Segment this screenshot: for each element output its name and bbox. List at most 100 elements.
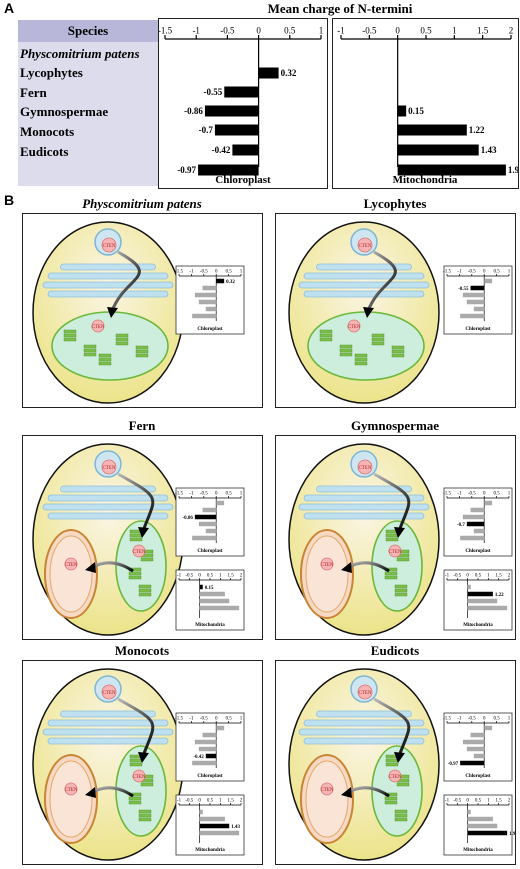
- tick-label: 2: [508, 574, 511, 579]
- tick-label: 0.5: [493, 717, 500, 722]
- cell-title: Monocots: [114, 643, 170, 658]
- tick-label: -0.5: [185, 574, 193, 579]
- arrow-head: [341, 562, 352, 573]
- tick-label: 0.5: [225, 270, 232, 275]
- thylakoid: [98, 357, 112, 362]
- cell-title: Lycophytes: [363, 196, 427, 211]
- species-column: Species: [18, 20, 158, 186]
- import-arrow: [117, 472, 155, 532]
- bar: [460, 313, 485, 319]
- tick-label: 0: [198, 799, 201, 804]
- tick-label: 1: [508, 492, 511, 497]
- tick-label: -1: [457, 270, 462, 275]
- data-label: -0.55: [204, 87, 223, 97]
- tick-label: 0: [395, 26, 400, 36]
- tick-label: -1.5: [443, 492, 451, 497]
- tick-label: 1: [487, 799, 490, 804]
- thylakoid: [385, 758, 399, 763]
- bar: [232, 144, 259, 156]
- bar: [202, 507, 217, 513]
- chart-title: Mitochondria: [393, 174, 458, 186]
- cten-marker: [320, 782, 334, 796]
- thylakoid: [396, 557, 410, 562]
- species-label: Gymnospermae: [20, 104, 109, 119]
- cten-label: CTEN: [102, 691, 115, 696]
- cten-label: CTEN: [388, 775, 401, 780]
- bar: [397, 144, 479, 156]
- data-label: -0.7: [457, 523, 465, 528]
- tick-label: -1.5: [175, 717, 183, 722]
- cten-label: CTEN: [132, 550, 145, 555]
- bar: [484, 278, 493, 284]
- cten-marker: [64, 782, 78, 796]
- chloroplast: [371, 745, 423, 837]
- tick-label: -1: [189, 492, 194, 497]
- thylakoid: [396, 782, 410, 787]
- import-arrow: [373, 472, 411, 532]
- data-label: 1.43: [481, 145, 497, 155]
- cten-marker: [347, 319, 361, 333]
- er-stack: [47, 512, 169, 520]
- thylakoid: [135, 353, 149, 358]
- tick-label: -0.5: [453, 574, 461, 579]
- tick-label: -1: [337, 26, 345, 36]
- tick-label: -1.5: [175, 270, 183, 275]
- mito-inner-membrane: [49, 760, 93, 838]
- cten-label: CTEN: [358, 466, 371, 471]
- thylakoid: [391, 349, 405, 354]
- tick-label: -1.5: [159, 26, 173, 36]
- cten-marker: [101, 459, 117, 475]
- bar: [466, 746, 485, 752]
- tick-label: 1: [319, 26, 324, 36]
- bar: [470, 507, 485, 513]
- chart-title: Mitochondria: [195, 623, 225, 628]
- thylakoid: [128, 575, 142, 580]
- bar: [467, 591, 493, 597]
- bar: [466, 299, 485, 305]
- thylakoid: [138, 592, 152, 597]
- tick-label: -1: [189, 717, 194, 722]
- data-label: -0.86: [184, 106, 203, 116]
- chloroplast: [371, 520, 423, 612]
- er-stack: [47, 719, 169, 727]
- thylakoid: [140, 557, 154, 562]
- thylakoid: [138, 817, 152, 822]
- bar: [462, 292, 485, 298]
- tick-label: 0: [483, 492, 486, 497]
- tick-label: 0: [198, 574, 201, 579]
- bar: [198, 164, 259, 176]
- bar: [467, 605, 508, 611]
- arrow-head: [138, 527, 149, 538]
- er-stack: [42, 503, 174, 511]
- tick-label: -1: [445, 574, 450, 579]
- data-label: -0.42: [193, 755, 204, 760]
- thylakoid: [394, 588, 408, 593]
- er-stack: [60, 263, 156, 271]
- bar: [258, 67, 279, 79]
- chart-title: Chloroplast: [465, 327, 491, 332]
- bar: [467, 809, 471, 815]
- bar: [199, 598, 230, 604]
- tick-label: -0.5: [453, 799, 461, 804]
- arrow-head: [107, 307, 118, 318]
- tick-label: -1: [445, 799, 450, 804]
- tick-label: 2: [240, 574, 243, 579]
- chloroplast: [115, 520, 167, 612]
- tick-label: -1: [189, 270, 194, 275]
- thylakoid: [115, 337, 129, 342]
- cten-label: CTEN: [64, 563, 77, 568]
- mini-mitochondria-chart: -1-0.500.511.521.91Mitochondria: [443, 794, 518, 856]
- tick-label: -1.5: [443, 717, 451, 722]
- data-label: 1.91: [509, 832, 515, 837]
- chloroplast: [51, 311, 169, 381]
- bar: [460, 760, 485, 766]
